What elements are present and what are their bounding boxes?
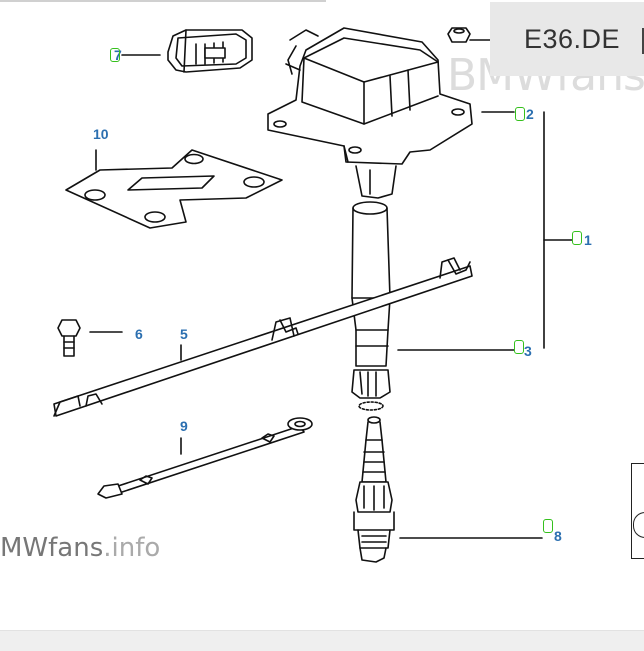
watermark-bottom-main: MWfans xyxy=(0,533,104,563)
footer-bar xyxy=(0,630,644,651)
site-badge-text: E36.DE xyxy=(524,23,621,54)
watermark-bottom: MWfans.info xyxy=(0,533,160,563)
top-divider xyxy=(0,0,326,2)
part-5-holder-rail[interactable] xyxy=(53,257,473,417)
callout-2[interactable]: 2 xyxy=(526,106,534,122)
part-8-spark-plug[interactable] xyxy=(353,416,395,563)
hotspot-3[interactable] xyxy=(514,340,524,354)
callout-6[interactable]: 6 xyxy=(135,326,143,342)
part-7-connector[interactable] xyxy=(167,29,253,73)
callout-10[interactable]: 10 xyxy=(93,126,109,142)
part-nut[interactable] xyxy=(447,27,471,43)
part-2-ignition-coil[interactable] xyxy=(267,27,473,199)
part-6-bolt[interactable] xyxy=(57,319,81,357)
callout-3[interactable]: 3 xyxy=(524,343,532,359)
hotspot-1[interactable] xyxy=(572,231,582,245)
callout-5[interactable]: 5 xyxy=(180,326,188,342)
callout-9[interactable]: 9 xyxy=(180,418,188,434)
callout-1[interactable]: 1 xyxy=(584,232,592,248)
adjacent-diagram-frame xyxy=(631,463,644,559)
hotspot-7[interactable] xyxy=(110,48,120,62)
watermark-bottom-suffix: .info xyxy=(103,533,161,563)
hotspot-2[interactable] xyxy=(515,107,525,121)
badge-divider xyxy=(642,28,644,54)
callout-7[interactable]: 7 xyxy=(114,47,122,63)
part-10-gasket[interactable] xyxy=(65,149,283,229)
hotspot-8[interactable] xyxy=(543,519,553,533)
part-9-ground-strap[interactable] xyxy=(97,417,313,499)
callout-8[interactable]: 8 xyxy=(554,528,562,544)
site-badge[interactable]: E36.DE xyxy=(490,2,644,76)
